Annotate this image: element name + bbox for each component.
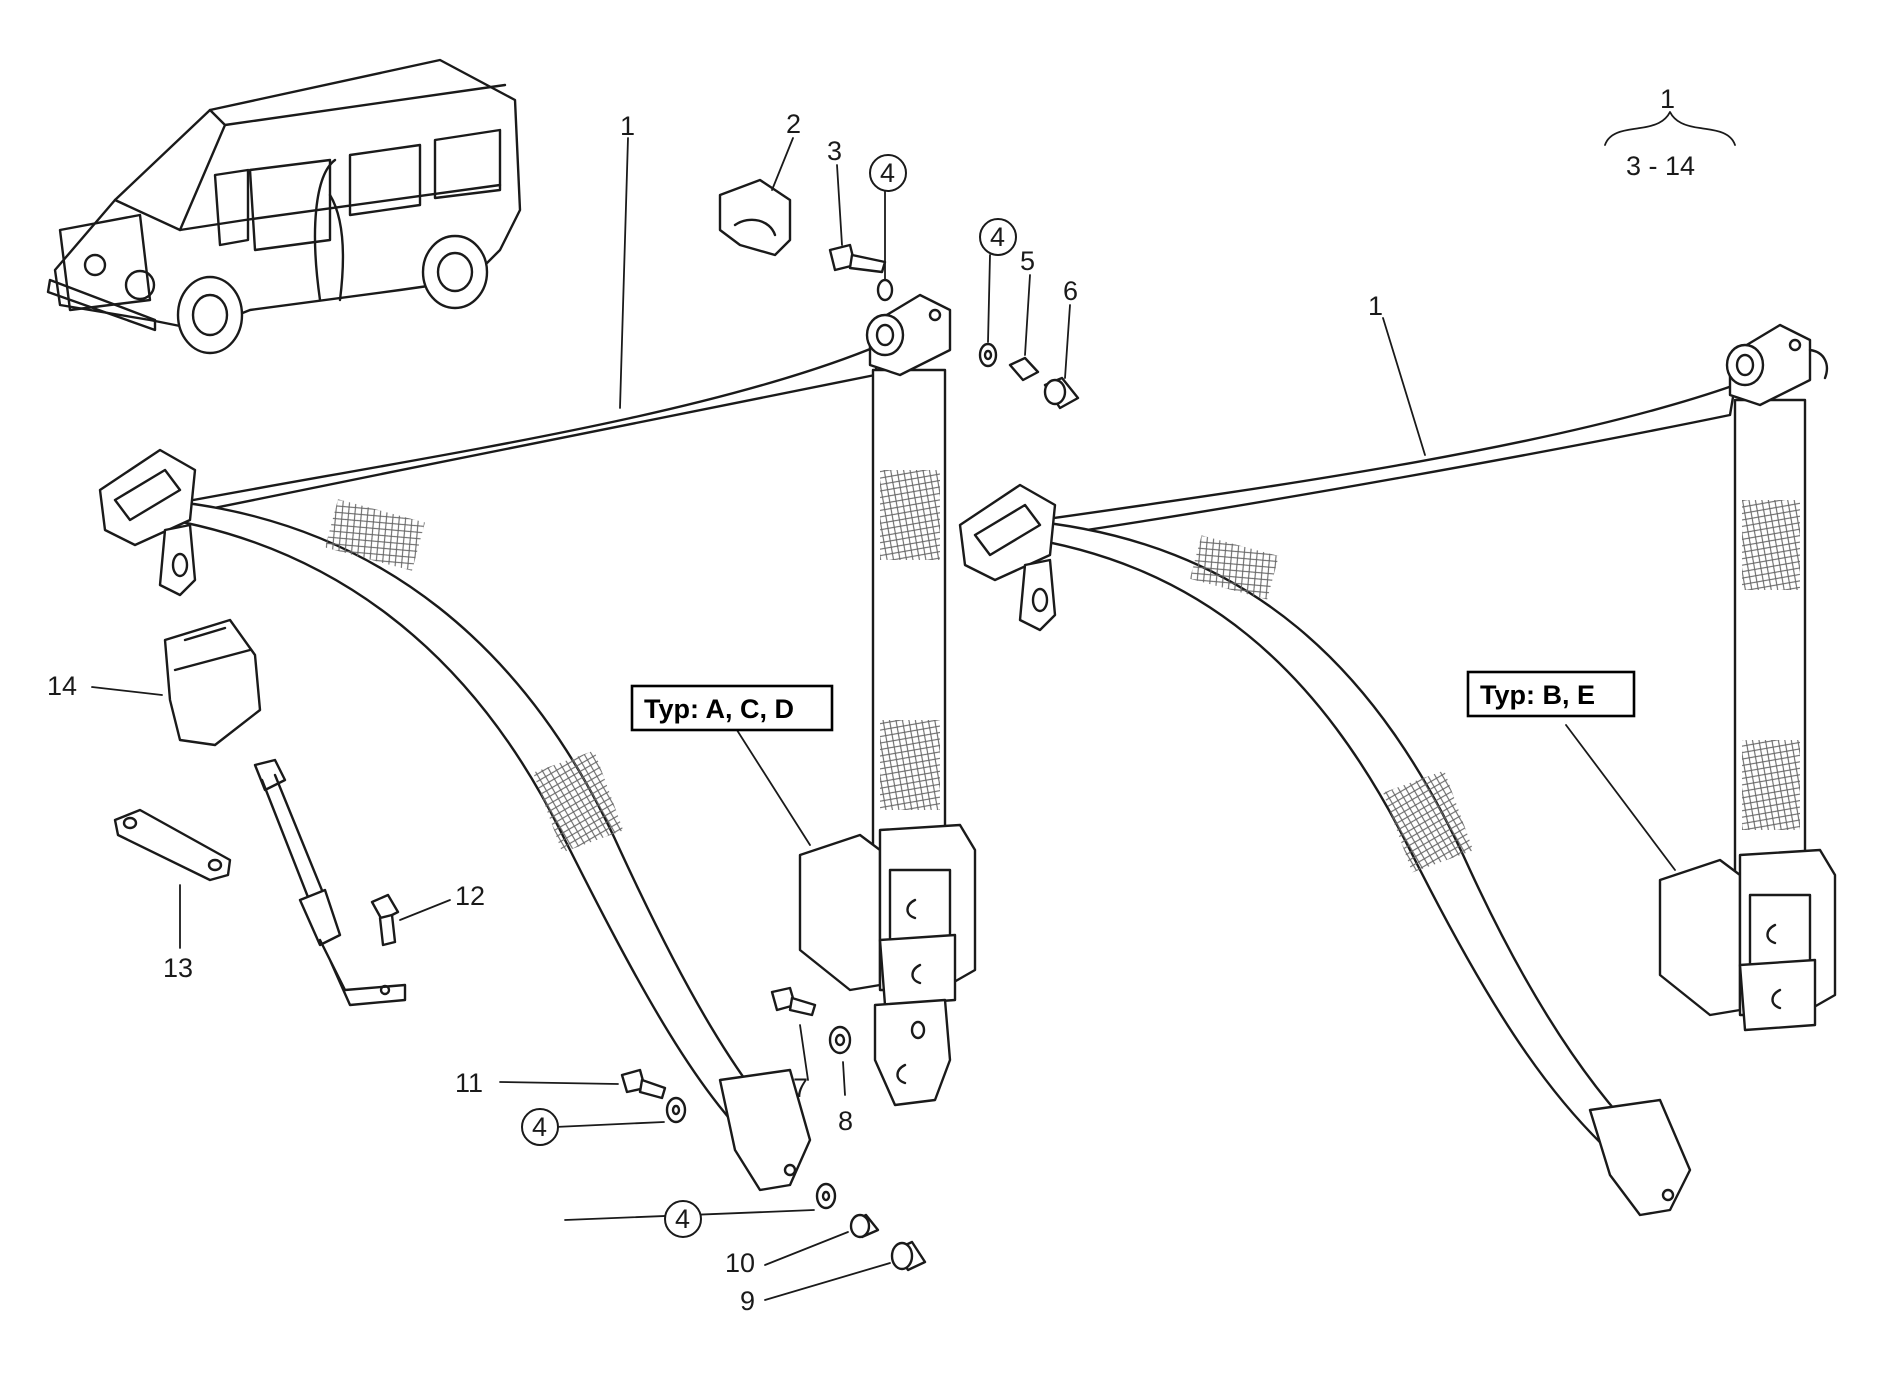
label-part-5: 5 xyxy=(1020,246,1035,276)
label-part-3: 3 xyxy=(827,136,842,166)
label-part-4-left: 4 xyxy=(532,1112,547,1142)
label-range-bottom: 3 - 14 xyxy=(1626,151,1695,181)
vehicle-illustration xyxy=(46,58,522,355)
circle-markers xyxy=(521,154,1017,1238)
label-belt-right: 1 xyxy=(1368,291,1383,321)
label-part-10: 10 xyxy=(725,1248,755,1278)
cover-cap-part xyxy=(718,178,792,257)
type-label-right: Typ: B, E xyxy=(1480,680,1595,710)
label-range-top: 1 xyxy=(1660,84,1675,114)
label-part-8: 8 xyxy=(838,1106,853,1136)
label-belt-left: 1 xyxy=(620,111,635,141)
seat-belt-left-assembly xyxy=(98,293,977,1192)
small-parts xyxy=(113,178,1080,1272)
label-part-13: 13 xyxy=(163,953,193,983)
label-part-9: 9 xyxy=(740,1286,755,1316)
type-box-left: Typ: A, C, D xyxy=(630,684,834,732)
label-part-7: 7 xyxy=(793,1073,808,1103)
type-box-right: Typ: B, E xyxy=(1466,670,1636,718)
buckle-part xyxy=(163,618,262,747)
label-part-6: 6 xyxy=(1063,276,1078,306)
label-part-4-mid: 4 xyxy=(990,222,1005,252)
label-part-4-low: 4 xyxy=(675,1204,690,1234)
label-part-14: 14 xyxy=(47,671,77,701)
type-label-left: Typ: A, C, D xyxy=(644,694,794,724)
seat-belt-right-assembly xyxy=(958,323,1837,1217)
label-part-11: 11 xyxy=(455,1068,483,1098)
label-part-12: 12 xyxy=(455,881,485,911)
label-part-4-top: 4 xyxy=(880,158,895,188)
label-part-2: 2 xyxy=(786,109,801,139)
